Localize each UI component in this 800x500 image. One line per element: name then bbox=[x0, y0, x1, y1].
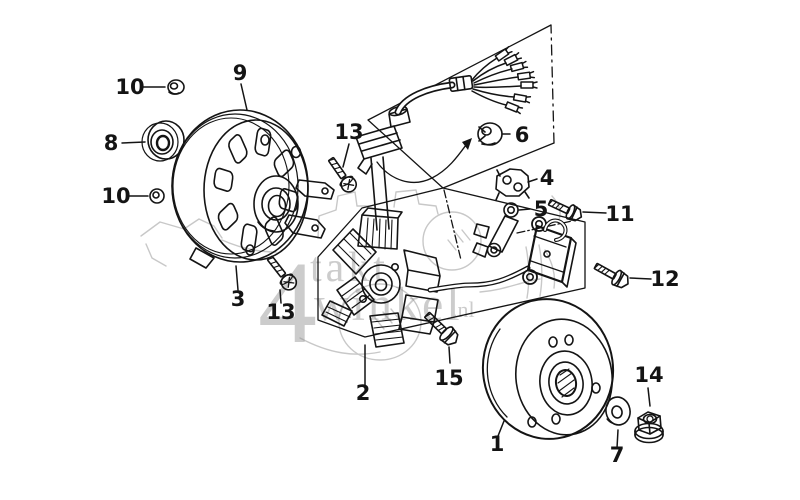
leader-line bbox=[342, 143, 350, 168]
watermark-tld: .nl bbox=[452, 297, 475, 322]
leader-line bbox=[616, 429, 619, 449]
stator-part bbox=[321, 156, 531, 348]
pickup-bolt-11-part bbox=[547, 198, 583, 222]
flange-bolt-15-part bbox=[423, 311, 459, 346]
callout-label-10-lower: 10 bbox=[101, 184, 130, 208]
pickup-coil-part bbox=[522, 216, 577, 288]
callout-label-14: 14 bbox=[634, 363, 663, 387]
leader-line bbox=[518, 208, 531, 211]
wire-grommet-part bbox=[477, 122, 503, 146]
leader-line bbox=[527, 178, 538, 183]
screw-upper-part bbox=[327, 156, 358, 193]
leader-line bbox=[497, 420, 505, 437]
leader-line bbox=[647, 387, 651, 407]
cable-ferrule bbox=[448, 74, 474, 93]
leader-line bbox=[121, 141, 146, 144]
callout-label-3: 3 bbox=[231, 287, 246, 311]
callout-label-11: 11 bbox=[605, 202, 634, 226]
callout-label-15: 15 bbox=[434, 366, 463, 390]
callout-label-1: 1 bbox=[490, 432, 505, 456]
harness-group-box bbox=[367, 24, 555, 189]
callout-label-4: 4 bbox=[540, 166, 555, 190]
washer-part bbox=[605, 396, 631, 426]
leader-lines bbox=[121, 83, 652, 449]
callout-label-13-left: 13 bbox=[266, 300, 295, 324]
flywheel-part bbox=[481, 298, 615, 440]
oil-seal-part bbox=[141, 120, 185, 162]
wiring-harness-part bbox=[355, 46, 538, 183]
pickup-bracket-part bbox=[472, 202, 519, 258]
routing-arrow bbox=[462, 138, 472, 150]
backing-plate-part bbox=[171, 109, 335, 269]
callout-label-7: 7 bbox=[610, 443, 625, 467]
leader-line bbox=[240, 83, 248, 111]
rubber-mount-plate-part bbox=[495, 168, 530, 201]
flange-nut-part bbox=[634, 411, 664, 444]
callout-labels: 1 2 3 4 5 6 7 8 9 10 10 11 12 13 13 14 1… bbox=[101, 61, 679, 467]
grommet-upper-part bbox=[167, 79, 185, 95]
callout-label-10-upper: 10 bbox=[115, 75, 144, 99]
engine-outline-ghost bbox=[140, 189, 561, 361]
leader-line bbox=[582, 211, 607, 214]
leader-line bbox=[279, 289, 282, 304]
callout-label-12: 12 bbox=[650, 267, 679, 291]
grommet-lower-part bbox=[149, 188, 165, 204]
callout-label-13-upper: 13 bbox=[334, 120, 363, 144]
callout-label-5: 5 bbox=[534, 197, 549, 221]
leader-line bbox=[629, 277, 652, 280]
leader-line bbox=[235, 265, 239, 291]
callout-label-6: 6 bbox=[515, 123, 530, 147]
terminal-fan bbox=[471, 46, 538, 115]
callout-label-9: 9 bbox=[233, 61, 248, 85]
leader-line bbox=[448, 346, 451, 364]
callout-label-2: 2 bbox=[356, 381, 371, 405]
screw-left-part bbox=[266, 255, 298, 291]
callout-label-8: 8 bbox=[104, 131, 119, 155]
mount-bolt-12-part bbox=[593, 262, 629, 289]
